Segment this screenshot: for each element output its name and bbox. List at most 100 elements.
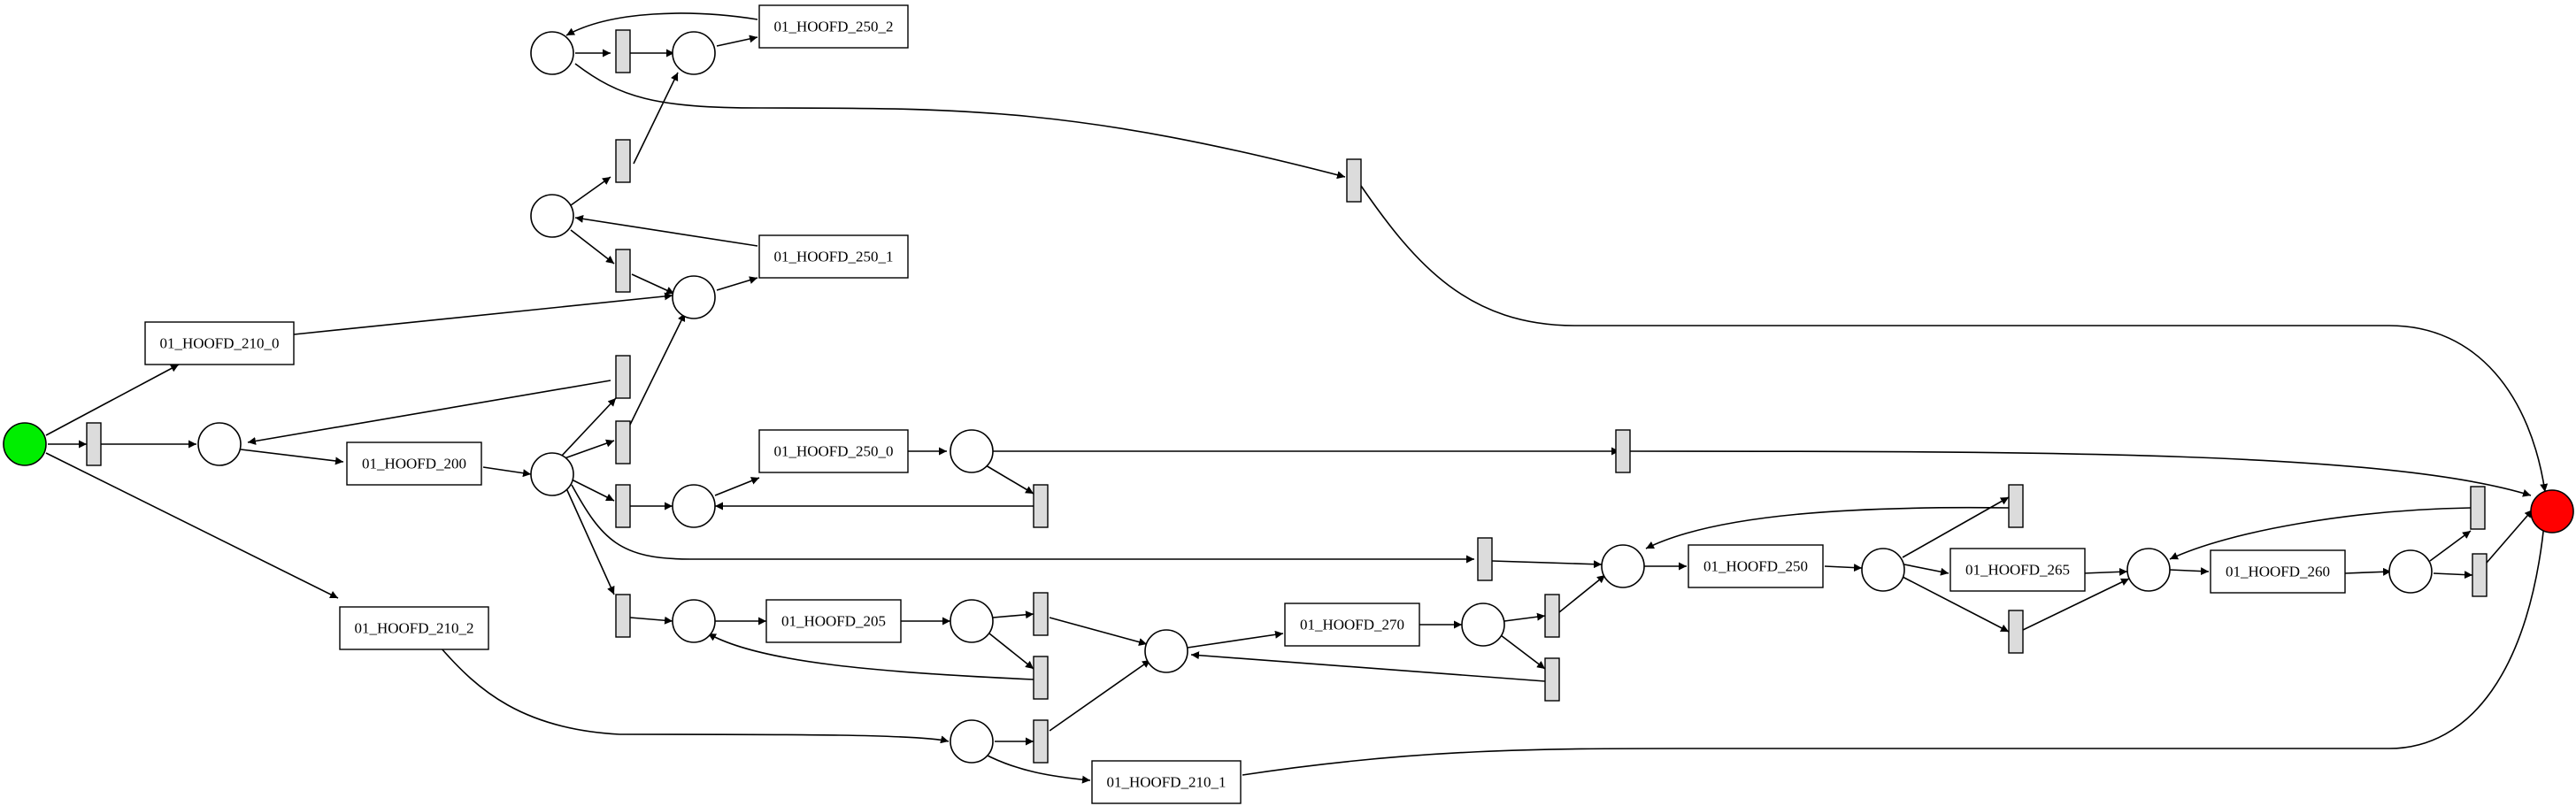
place bbox=[530, 31, 574, 75]
place bbox=[530, 452, 574, 496]
arc bbox=[1629, 450, 2532, 497]
arc bbox=[565, 12, 758, 36]
silent-transition bbox=[615, 355, 631, 399]
transition-01-hoofd-260: 01_HOOFD_260 bbox=[2210, 549, 2346, 594]
arc bbox=[988, 633, 1034, 670]
transition-box bbox=[339, 606, 489, 650]
arc bbox=[2433, 571, 2473, 580]
transition-label: 01_HOOFD_260 bbox=[2226, 564, 2330, 580]
arc bbox=[1824, 564, 1863, 572]
transition-01-hoofd-250-2: 01_HOOFD_250_2 bbox=[758, 4, 909, 49]
transition-box bbox=[1284, 603, 1420, 647]
arc bbox=[570, 176, 611, 206]
transition-label: 01_HOOFD_250_2 bbox=[773, 19, 893, 35]
silent-transition bbox=[2008, 484, 2024, 528]
arc bbox=[293, 292, 673, 335]
arc bbox=[440, 647, 950, 744]
silent-transition bbox=[1615, 429, 1631, 473]
transition-box bbox=[758, 4, 909, 49]
place bbox=[2388, 549, 2433, 594]
arc bbox=[240, 449, 344, 465]
silent-transition bbox=[1033, 656, 1049, 700]
arc bbox=[1558, 574, 1606, 613]
silent-transition bbox=[615, 484, 631, 528]
transition-label: 01_HOOFD_205 bbox=[781, 613, 886, 630]
silent-transition bbox=[86, 422, 102, 466]
silent-transition bbox=[615, 420, 631, 464]
place bbox=[950, 429, 994, 473]
transition-box bbox=[1091, 760, 1242, 804]
arc bbox=[571, 479, 615, 502]
arc bbox=[2344, 567, 2392, 576]
place bbox=[950, 599, 994, 643]
place bbox=[672, 484, 716, 528]
transition-box bbox=[1949, 548, 2086, 592]
transition-label: 01_HOOFD_210_1 bbox=[1106, 774, 1226, 791]
transition-box bbox=[758, 234, 909, 279]
arc bbox=[1360, 185, 2549, 493]
silent-transition bbox=[1033, 484, 1049, 528]
arc bbox=[45, 364, 180, 436]
transition-label: 01_HOOFD_250_0 bbox=[773, 443, 893, 460]
transition-label: 01_HOOFD_210_2 bbox=[354, 620, 473, 637]
arc bbox=[571, 484, 1474, 564]
arc bbox=[574, 214, 758, 247]
transition-01-hoofd-250-1: 01_HOOFD_250_1 bbox=[758, 234, 909, 279]
arc bbox=[570, 229, 615, 265]
silent-transitions bbox=[86, 29, 2488, 764]
transition-01-hoofd-200: 01_HOOFD_200 bbox=[346, 441, 482, 486]
transition-01-hoofd-210-2: 01_HOOFD_210_2 bbox=[339, 606, 489, 650]
silent-transition bbox=[2008, 610, 2024, 654]
arc bbox=[565, 487, 615, 595]
silent-transition bbox=[615, 249, 631, 293]
arc bbox=[2429, 530, 2472, 562]
arc bbox=[1491, 560, 1603, 569]
place bbox=[950, 719, 994, 764]
arc bbox=[1903, 564, 1949, 576]
arc bbox=[1503, 612, 1546, 622]
arc bbox=[482, 466, 532, 478]
arc bbox=[247, 380, 611, 445]
arc bbox=[1049, 659, 1151, 732]
arc bbox=[714, 477, 760, 496]
arc bbox=[2486, 509, 2534, 564]
arc bbox=[560, 397, 617, 457]
end-place bbox=[2530, 489, 2574, 533]
places bbox=[3, 31, 2574, 764]
transition-01-hoofd-265: 01_HOOFD_265 bbox=[1949, 548, 2086, 592]
silent-transition bbox=[2472, 553, 2488, 597]
transition-01-hoofd-270: 01_HOOFD_270 bbox=[1284, 603, 1420, 647]
arc bbox=[631, 273, 675, 295]
transition-label: 01_HOOFD_250 bbox=[1703, 558, 1808, 575]
start-place bbox=[3, 422, 47, 466]
place bbox=[2126, 548, 2171, 592]
arc bbox=[2022, 578, 2130, 631]
arc bbox=[1902, 576, 2010, 633]
place bbox=[1461, 603, 1505, 647]
arc bbox=[45, 452, 339, 599]
silent-transition bbox=[1033, 592, 1049, 636]
arc bbox=[992, 610, 1034, 619]
arc bbox=[629, 312, 686, 426]
arc bbox=[983, 753, 1091, 784]
arc bbox=[1242, 514, 2549, 776]
silent-transition bbox=[615, 139, 631, 183]
transition-label: 01_HOOFD_250_1 bbox=[773, 249, 893, 265]
transition-box bbox=[2210, 549, 2346, 594]
arc bbox=[1187, 630, 1284, 649]
transition-01-hoofd-250: 01_HOOFD_250 bbox=[1688, 544, 1824, 588]
arc bbox=[2169, 567, 2210, 576]
arc bbox=[633, 72, 679, 165]
silent-transition bbox=[1544, 594, 1560, 638]
place bbox=[530, 194, 574, 238]
place bbox=[672, 31, 716, 75]
arc bbox=[574, 63, 1346, 180]
transition-box bbox=[346, 441, 482, 486]
silent-transition bbox=[1544, 657, 1560, 702]
transition-box bbox=[1688, 544, 1824, 588]
silent-transition bbox=[1346, 158, 1362, 203]
transition-01-hoofd-210-0: 01_HOOFD_210_0 bbox=[144, 321, 295, 365]
arc bbox=[1190, 651, 1546, 682]
transition-label: 01_HOOFD_265 bbox=[1965, 562, 2070, 579]
